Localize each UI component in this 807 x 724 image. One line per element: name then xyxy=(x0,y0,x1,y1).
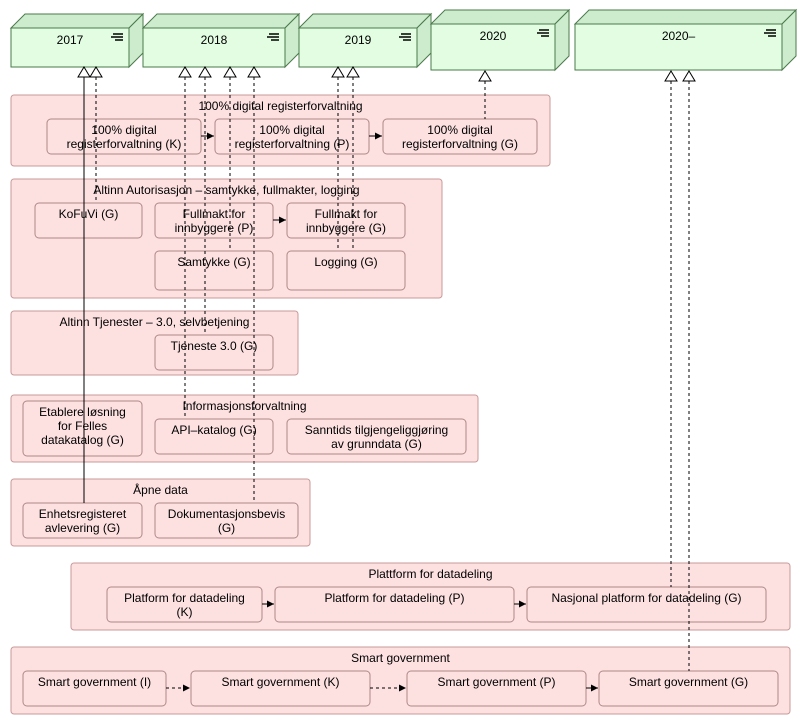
item-label: innbyggere (P) xyxy=(175,221,254,235)
group-label: Smart government xyxy=(351,651,450,665)
realization-triangle xyxy=(223,66,237,78)
item-box-fm_g[interactable] xyxy=(286,202,406,239)
plateau-top-face xyxy=(141,13,301,29)
plateau-top-face xyxy=(429,9,571,25)
item-box-felles[interactable] xyxy=(22,400,143,457)
item-label: Etablere løsning xyxy=(39,405,126,419)
item-label: Fullmakt for xyxy=(183,207,246,221)
item-box-kofuvi[interactable] xyxy=(34,202,143,239)
plateau-box-p2019[interactable] xyxy=(298,27,418,68)
item-label: Samtykke (G) xyxy=(177,255,250,269)
item-box-dr_g[interactable] xyxy=(382,118,538,155)
plateau-box-p2018[interactable] xyxy=(142,27,286,68)
item-label: Tjeneste 3.0 (G) xyxy=(171,339,258,353)
item-label: (K) xyxy=(177,605,193,619)
item-label: registerforvaltning (K) xyxy=(67,137,182,151)
realization-triangle xyxy=(331,66,345,78)
item-box-sanntid[interactable] xyxy=(286,418,467,455)
realization-triangle xyxy=(664,70,678,82)
plateau-label: 2019 xyxy=(345,33,372,47)
item-label: Sanntids tilgjengeliggjøring xyxy=(305,423,448,437)
item-label: KoFuVi (G) xyxy=(59,207,119,221)
menu-icon xyxy=(537,29,549,37)
item-label: for Felles xyxy=(58,419,107,433)
item-box-enhet[interactable] xyxy=(22,502,143,539)
realization-triangle xyxy=(77,66,91,78)
item-label: registerforvaltning (P) xyxy=(235,137,350,151)
realization-triangle xyxy=(178,66,192,78)
plateau-top-face xyxy=(573,9,798,25)
plateau-label: 2018 xyxy=(201,33,228,47)
item-box-pd_g[interactable] xyxy=(526,586,767,623)
item-label: registerforvaltning (G) xyxy=(402,137,518,151)
item-label: Platform for datadeling xyxy=(124,591,245,605)
item-label: 100% digital xyxy=(91,123,156,137)
group-label: Åpne data xyxy=(133,482,188,497)
item-label: av grunndata (G) xyxy=(331,437,422,451)
menu-icon xyxy=(111,33,123,41)
item-label: Platform for datadeling (P) xyxy=(324,591,464,605)
item-box-samtykke[interactable] xyxy=(154,250,274,291)
item-label: Smart government (P) xyxy=(437,675,555,689)
menu-icon xyxy=(267,33,279,41)
item-label: innbyggere (G) xyxy=(306,221,386,235)
item-label: Nasjonal platform for datadeling (G) xyxy=(551,591,741,605)
plateau-top-face xyxy=(9,13,145,29)
item-box-logging[interactable] xyxy=(286,250,406,291)
plateau-top-face xyxy=(297,13,433,29)
group-label: Plattform for datadeling xyxy=(368,567,492,581)
group-label: 100% digital registerforvaltning xyxy=(198,99,362,113)
group-label: Informasjonsforvaltning xyxy=(182,399,306,413)
realization-triangle xyxy=(478,70,492,82)
menu-icon xyxy=(399,33,411,41)
item-label: 100% digital xyxy=(427,123,492,137)
realization-triangle xyxy=(346,66,360,78)
item-box-dokbev[interactable] xyxy=(154,502,299,539)
plateau-label: 2017 xyxy=(57,33,84,47)
plateau-box-p2020[interactable] xyxy=(430,23,556,71)
item-label: avlevering (G) xyxy=(45,521,120,535)
item-label: Smart government (K) xyxy=(221,675,339,689)
group-label: Altinn Tjenester – 3.0, selvbetjening xyxy=(60,315,250,329)
plateau-box-p2017[interactable] xyxy=(10,27,130,68)
item-label: 100% digital xyxy=(259,123,324,137)
item-box-api[interactable] xyxy=(154,418,274,455)
plateau-box-p2020plus[interactable] xyxy=(574,23,783,71)
item-label: Fullmakt for xyxy=(315,207,378,221)
item-label: Smart government (I) xyxy=(38,675,151,689)
item-label: (G) xyxy=(218,521,235,535)
realization-triangle xyxy=(247,66,261,78)
realization-triangle xyxy=(198,66,212,78)
plateau-label: 2020– xyxy=(662,29,696,43)
item-label: Logging (G) xyxy=(314,255,377,269)
item-label: API–katalog (G) xyxy=(171,423,256,437)
realization-triangle xyxy=(682,70,696,82)
plateau-label: 2020 xyxy=(480,29,507,43)
item-label: Dokumentasjonsbevis xyxy=(168,507,285,521)
item-label: datakatalog (G) xyxy=(41,433,124,447)
item-label: Smart government (G) xyxy=(629,675,748,689)
group-label: Altinn Autorisasjon – samtykke, fullmakt… xyxy=(93,183,359,197)
realization-triangle xyxy=(89,66,103,78)
menu-icon xyxy=(764,29,776,37)
item-label: Enhetsregisteret xyxy=(39,507,127,521)
